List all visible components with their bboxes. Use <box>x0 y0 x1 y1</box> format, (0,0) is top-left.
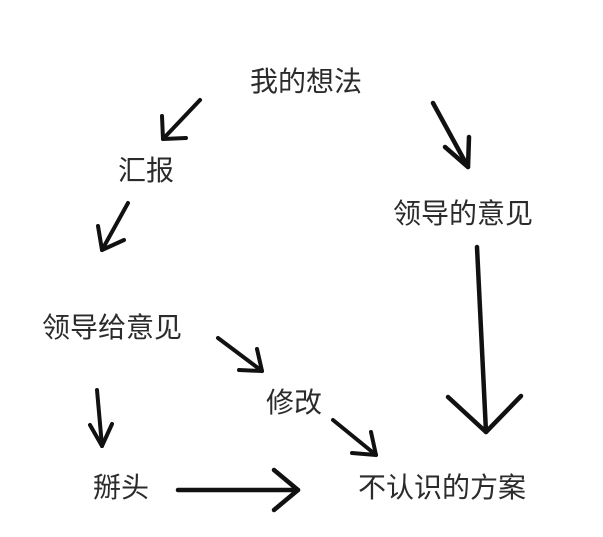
arrow-report-to-leader-gives-opinion <box>96 201 130 252</box>
arrow-leader-gives-opinion-to-hair-pulling <box>88 388 114 448</box>
arrow-idea-to-leader-opinion <box>430 100 472 170</box>
arrow-idea-to-report <box>160 98 202 141</box>
arrow-leader-gives-opinion-to-revise <box>216 336 264 373</box>
node-unrecognized-plan: 不认识的方案 <box>358 471 527 504</box>
node-hair-pulling: 掰头 <box>93 471 150 504</box>
node-revise: 修改 <box>266 386 323 419</box>
node-leader-opinion: 领导的意见 <box>393 197 534 230</box>
node-leader-gives-opinion: 领导给意见 <box>42 311 183 344</box>
arrow-hair-pulling-to-unrecognized-plan <box>175 467 301 513</box>
node-my-idea: 我的想法 <box>250 65 363 98</box>
arrow-leader-opinion-to-unrecognized-plan <box>445 244 524 435</box>
arrow-revise-to-unrecognized-plan <box>331 418 378 457</box>
node-report: 汇报 <box>118 154 175 187</box>
